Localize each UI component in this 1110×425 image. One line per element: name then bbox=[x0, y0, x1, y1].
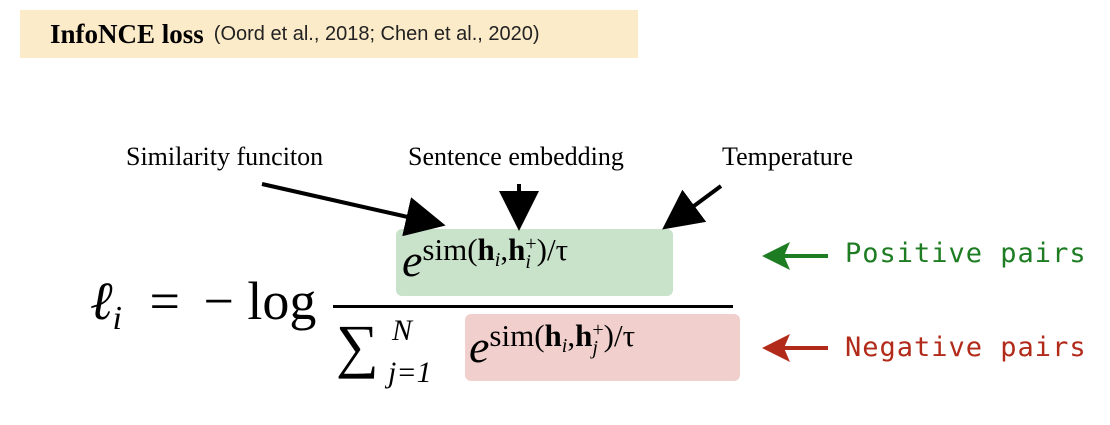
sub-j: j bbox=[592, 336, 598, 359]
comma: , bbox=[500, 232, 509, 267]
ell-subscript: i bbox=[112, 300, 122, 337]
sim-open-den: sim( bbox=[489, 318, 545, 353]
arrow-positive-head bbox=[762, 242, 790, 270]
title-bar: InfoNCE loss (Oord et al., 2018; Chen et… bbox=[20, 10, 638, 58]
annotation-embedding: Sentence embedding bbox=[408, 142, 624, 171]
sub-i-den: i bbox=[561, 335, 568, 357]
fraction-bar bbox=[333, 305, 733, 308]
equation-lhs: ℓi = − log bbox=[90, 270, 317, 337]
title-citation: (Oord et al., 2018; Chen et al., 2020) bbox=[213, 22, 540, 45]
numerator-exponent: sim(hi,h+i)/τ bbox=[422, 232, 569, 272]
plus-i-stack: +i bbox=[525, 232, 537, 273]
denominator-e: e bbox=[469, 321, 490, 372]
numerator: esim(hi,h+i)/τ bbox=[402, 222, 568, 292]
neg-log: − log bbox=[203, 271, 317, 331]
denominator-term: esim(hi,h+j)/τ bbox=[469, 308, 635, 378]
h-bold-plus: h bbox=[508, 232, 526, 267]
negative-pairs-label: Negative pairs bbox=[845, 332, 1087, 363]
sup-plus-den: + bbox=[592, 318, 604, 341]
sum-upper: N bbox=[392, 314, 413, 347]
annotation-similarity: Similarity funciton bbox=[126, 142, 324, 171]
arrow-similarity bbox=[261, 182, 446, 237]
sum-lower: j=1 bbox=[388, 356, 432, 389]
positive-pairs-label: Positive pairs bbox=[845, 238, 1087, 269]
comma-den: , bbox=[567, 318, 576, 353]
h-bold-den: h bbox=[544, 318, 562, 353]
annotation-temperature: Temperature bbox=[722, 142, 853, 171]
plus-j-stack: +j bbox=[592, 318, 604, 359]
h-bold-plus-den: h bbox=[575, 318, 593, 353]
equals-sign: = bbox=[149, 271, 180, 331]
ell-symbol: ℓ bbox=[90, 271, 113, 331]
sum-symbol: ∑ bbox=[336, 313, 379, 379]
title-main: InfoNCE loss bbox=[50, 18, 204, 49]
arrow-temperature bbox=[662, 184, 723, 230]
close-tau: )/τ bbox=[536, 232, 569, 267]
positive-highlight-box bbox=[396, 229, 673, 296]
negative-highlight-box bbox=[465, 314, 740, 381]
arrow-negative-head bbox=[762, 334, 790, 362]
sub-i-2: i bbox=[525, 250, 531, 273]
numerator-e: e bbox=[402, 235, 423, 286]
sup-plus: + bbox=[525, 232, 537, 255]
h-bold: h bbox=[477, 232, 495, 267]
sim-open: sim( bbox=[422, 232, 478, 267]
denominator-exponent: sim(hi,h+j)/τ bbox=[489, 318, 636, 358]
sub-i: i bbox=[494, 249, 501, 271]
close-tau-den: )/τ bbox=[603, 318, 636, 353]
